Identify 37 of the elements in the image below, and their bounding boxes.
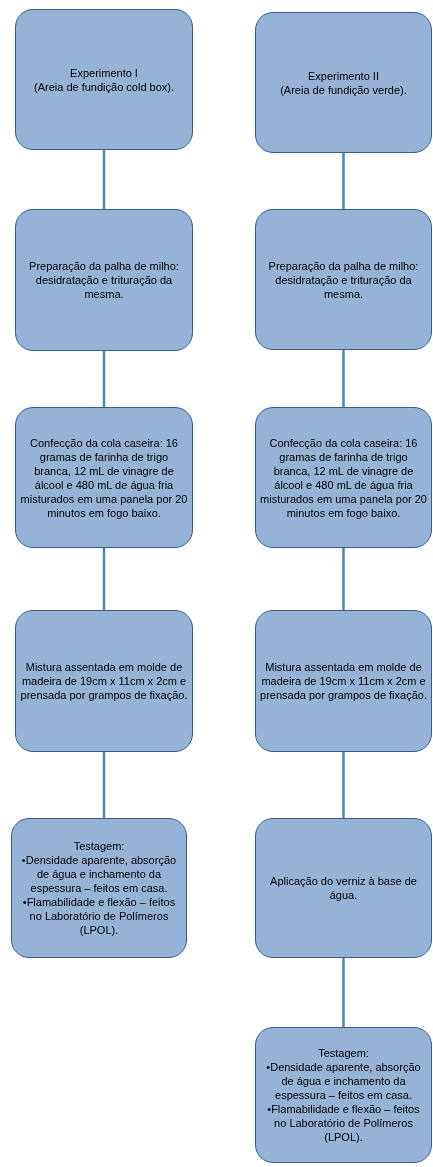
box-text: Aplicação do verniz à base de água.: [269, 874, 418, 902]
box-text: Preparação da palha de milho: desidratação e trituração da mesma.: [267, 258, 420, 301]
connector-line: [102, 548, 106, 610]
process-box: [255, 12, 432, 153]
box-text: •Flamabilidade e flexão – feitos no Laboratório de Polímeros (LPOL).: [21, 895, 177, 937]
box-text: •Densidade aparente, absorção de água e inchamento da espessura – feitos em casa.: [265, 1060, 422, 1102]
process-box: [15, 9, 193, 150]
box-text: Experimento I: [70, 65, 138, 80]
connector-line: [342, 958, 345, 1027]
process-box: [255, 1027, 432, 1163]
box-text: Mistura assentada em molde de madeira de 19cm x 11cm x 2cm e prensada por grampos de fixação.: [20, 660, 188, 702]
box-text: Confecção da cola caseira: 16 gramas de farinha de trigo branca, 12 mL de vinagre de álcool e 480 mL de água fria misturados em uma panela por 20 minutos em fogo baixo.: [20, 435, 188, 520]
box-text: Experimento II: [308, 68, 379, 83]
box-text: •Flamabilidade e flexão – feitos no Laboratório de Polímeros (LPOL).: [266, 1102, 421, 1144]
process-box: [15, 209, 193, 351]
box-text: Testagem:: [318, 1046, 369, 1060]
connector-line: [342, 153, 345, 209]
box-text: Testagem:: [73, 839, 125, 853]
process-box: [11, 818, 187, 958]
box-text: Mistura assentada em molde de madeira de 19cm x 11cm x 2cm e prensada por grampos de fixação.: [260, 660, 427, 702]
box-text: •Densidade aparente, absorção de água e inchamento da espessura – feitos em casa.: [20, 853, 178, 895]
process-box: [255, 209, 432, 350]
process-box: [255, 818, 432, 958]
process-box: [15, 407, 193, 548]
connector-line: [102, 351, 106, 407]
connector-line: [102, 752, 106, 818]
process-box: [255, 407, 432, 548]
box-text: Confecção da cola caseira: 16 gramas de farinha de trigo branca, 12 mL de vinagre de álcool e 480 mL de água fria misturados em uma panela por 20 minutos em fogo baixo.: [260, 435, 427, 520]
connector-line: [342, 350, 345, 407]
process-box: [255, 610, 432, 752]
box-text: (Areia de fundição verde).: [280, 82, 407, 97]
process-box: [15, 610, 193, 752]
box-text: (Areia de fundição cold box).: [34, 79, 174, 94]
connector-line: [102, 150, 106, 209]
connector-line: [342, 548, 345, 610]
box-text: Preparação da palha de milho: desidratação e trituração da mesma.: [28, 259, 180, 301]
connector-line: [342, 752, 345, 818]
